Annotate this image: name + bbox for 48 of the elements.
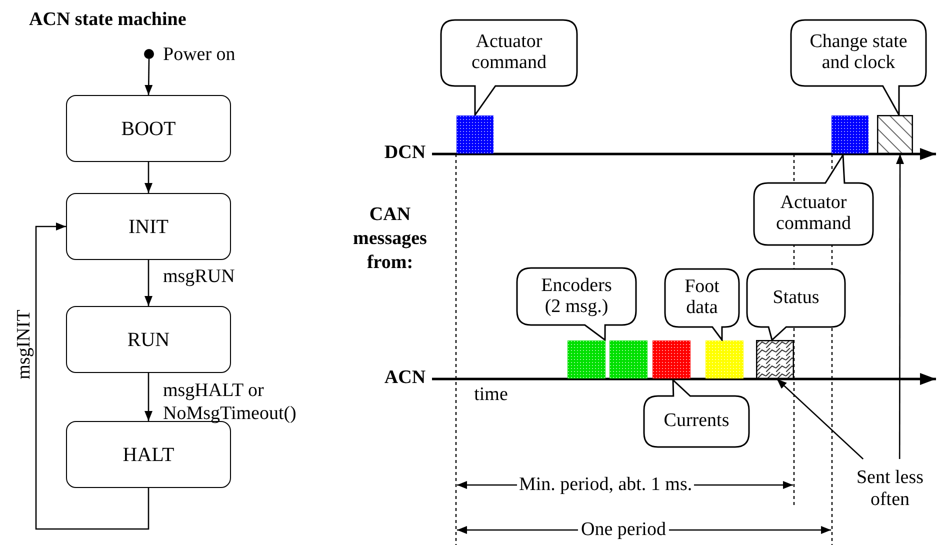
node-text: INIT <box>128 214 168 240</box>
axis-label: ACN <box>383 366 427 390</box>
message-block <box>567 340 606 379</box>
state-box <box>66 193 231 260</box>
callout-bubble <box>746 268 846 341</box>
node-text: HALT <box>122 442 174 468</box>
callout-bubble <box>440 19 578 116</box>
callout-bubble <box>790 19 927 116</box>
arrow <box>144 373 152 421</box>
node-text: Actuator command <box>470 32 548 74</box>
dimension-label: Min. period, abt. 1 ms. <box>517 475 694 494</box>
arrow <box>776 378 864 460</box>
arrow <box>144 162 152 193</box>
node-text: Sent less often <box>855 467 925 511</box>
node-text: BOOT <box>121 116 176 142</box>
callout-bubble <box>753 154 874 246</box>
edge-label: msgRUN <box>163 266 236 289</box>
edge-label: msgHALT or NoMsgTimeout() <box>163 380 298 426</box>
node-text: Change state and clock <box>808 32 908 74</box>
callout-bubble <box>664 268 740 341</box>
arrow <box>144 59 153 95</box>
arrow <box>896 154 904 459</box>
dimension-label: One period <box>578 520 669 539</box>
node-caption: Power on <box>163 43 236 67</box>
axis-label: CAN messages from: <box>352 203 428 274</box>
axis-label: time <box>473 383 509 407</box>
state-box <box>66 95 231 162</box>
message-block <box>652 340 691 379</box>
edge-label: msgINIT <box>14 308 34 382</box>
message-block <box>756 340 794 379</box>
message-block <box>456 115 494 154</box>
callout-bubble <box>643 379 750 448</box>
message-block <box>609 340 648 379</box>
node-text: Status <box>772 288 820 308</box>
message-block <box>831 115 869 154</box>
arrow <box>144 260 152 306</box>
message-block <box>877 115 913 154</box>
node-text: Currents <box>664 411 730 432</box>
axis-label: DCN <box>383 141 427 165</box>
callout-bubble <box>516 267 637 341</box>
state-box <box>66 306 231 373</box>
arrow <box>35 222 150 530</box>
message-block <box>705 340 744 379</box>
node-text: Encoders (2 msg.) <box>540 276 613 318</box>
diagram-title: ACN state machine <box>29 8 186 32</box>
node-text: Actuator command <box>775 193 852 235</box>
node-text: RUN <box>127 328 170 352</box>
node-text: Foot data <box>684 277 720 319</box>
